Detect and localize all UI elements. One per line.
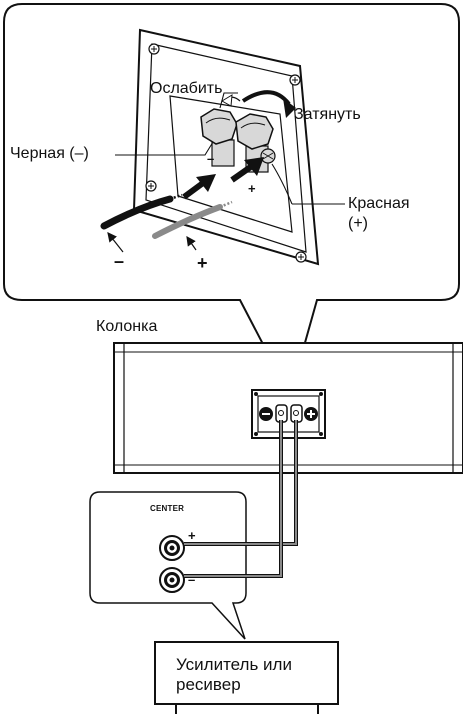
plate-screw-bottom-left [145, 180, 157, 192]
wire-minus-sign: – [114, 251, 125, 271]
amplifier-label: Усилитель или ресивер [176, 655, 292, 695]
terminal-minus-sign: – [207, 151, 215, 166]
amp-plus-sign: + [188, 528, 196, 543]
red-terminal-label-line1: Красная [348, 195, 410, 212]
plate-screw-top-right [289, 74, 301, 86]
tighten-arrowhead [283, 98, 296, 118]
black-wire-insert-arrow [182, 174, 216, 200]
detail-callout [3, 3, 460, 399]
amp-plus-jack [159, 535, 185, 561]
amplifier-box-feet [175, 705, 319, 714]
connection-wires [184, 420, 298, 578]
plate-screw-bottom-right [295, 251, 307, 263]
speaker-cabinet [113, 342, 463, 474]
loosen-arrowhead [221, 94, 233, 107]
wire-plus-leader [186, 236, 197, 251]
red-wire-insert-arrow [230, 157, 264, 183]
black-terminal-label: Черная (–) [10, 145, 89, 162]
wire-plus-sign: + [197, 253, 208, 273]
loosen-label: Ослабить [150, 80, 223, 97]
center-channel-label: CENTER [150, 504, 185, 513]
speaker-post-minus [275, 404, 288, 423]
red-label-leader-curve [271, 163, 293, 205]
loosen-label-leader [219, 92, 238, 109]
amplifier-box: Усилитель или ресивер [154, 641, 339, 705]
black-label-leader [115, 141, 214, 156]
black-speaker-wire [100, 195, 174, 230]
tighten-label: Затянуть [294, 106, 361, 123]
grey-speaker-wire [152, 204, 223, 239]
red-terminal-label-line2: (+) [348, 215, 368, 232]
wire-minus-leader [107, 232, 124, 253]
red-binding-post [235, 113, 276, 173]
speaker-post-plus [290, 404, 303, 423]
black-binding-post [200, 108, 238, 167]
terminal-plus-sign: + [248, 181, 256, 196]
amp-minus-sign: – [188, 572, 196, 587]
speaker-label: Колонка [96, 318, 158, 335]
speaker-terminal [251, 389, 326, 439]
plate-screw-top-left [148, 43, 160, 55]
amp-minus-jack [159, 567, 185, 593]
amplifier-panel [89, 491, 247, 640]
